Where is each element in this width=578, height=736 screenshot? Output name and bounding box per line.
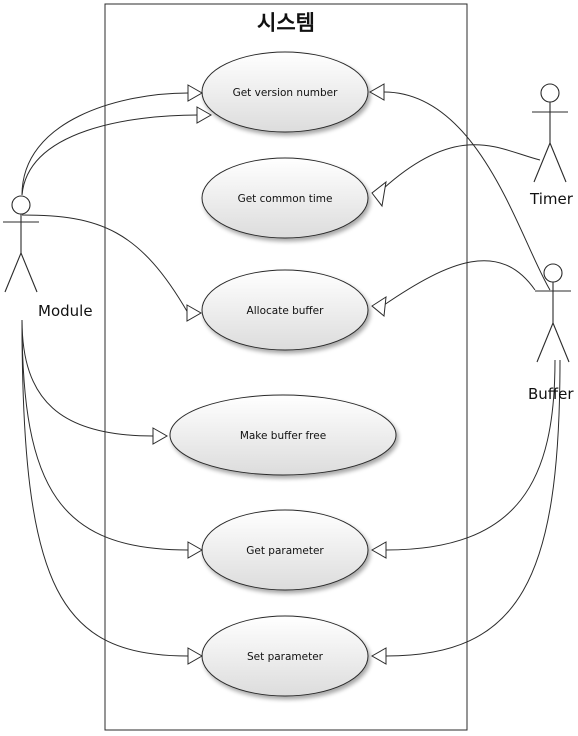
connector-buffer-get-parameter	[385, 359, 556, 551]
actor-label: Buffer	[528, 385, 574, 403]
connector-module-allocate-buffer	[21, 214, 189, 314]
system-boundary	[104, 3, 468, 731]
use-case-label: Allocate buffer	[247, 305, 325, 317]
arrowhead-left	[371, 296, 387, 317]
use-case-common-time[interactable]: Get common time	[201, 157, 369, 239]
arrowhead-right	[196, 106, 213, 124]
connector-buffer-version-number	[383, 91, 551, 291]
use-case-label: Get parameter	[246, 545, 324, 557]
arrowhead-right	[187, 84, 204, 102]
connector-module-version-number-2	[21, 114, 199, 196]
actor-buffer[interactable]: Buffer	[528, 263, 574, 403]
arrowhead-right	[187, 541, 204, 559]
use-case-allocate-buffer[interactable]: Allocate buffer	[201, 269, 369, 351]
use-case-make-buffer-free[interactable]: Make buffer free	[169, 394, 397, 476]
connector-buffer-set-parameter	[385, 359, 561, 657]
arrowhead-left	[370, 541, 387, 559]
arrowhead-left	[368, 83, 385, 101]
connector-module-set-parameter	[21, 319, 189, 657]
actor-head	[543, 263, 563, 283]
arrowhead-left	[370, 647, 387, 665]
actor-leg-right	[20, 252, 38, 293]
use-case-label: Make buffer free	[240, 430, 326, 442]
use-case-label: Get common time	[238, 193, 333, 205]
use-case-get-parameter[interactable]: Get parameter	[201, 509, 369, 591]
connector-module-get-parameter	[21, 319, 189, 551]
use-case-version-number[interactable]: Get version number	[201, 51, 369, 133]
use-case-ellipse[interactable]	[201, 51, 369, 133]
module-connections	[21, 92, 199, 657]
actor-leg-right	[552, 322, 570, 363]
use-case-label: Set parameter	[247, 651, 324, 663]
use-case-ellipse[interactable]	[201, 157, 369, 239]
arrowhead-right	[187, 647, 204, 665]
actor-timer[interactable]: Timer	[529, 83, 574, 208]
actor-leg-left	[533, 142, 551, 183]
actor-leg-left	[4, 252, 22, 293]
use-case-label: Get version number	[233, 87, 339, 99]
arrowhead-left	[371, 180, 387, 208]
use-case-set-parameter[interactable]: Set parameter	[201, 615, 369, 697]
connector-module-version-number-1	[21, 92, 189, 196]
actor-label: Timer	[529, 190, 574, 208]
right-actor-connections	[383, 91, 561, 657]
arrowheads	[152, 83, 387, 665]
system-title: 시스템	[257, 11, 315, 35]
connector-timer-common-time	[383, 144, 541, 189]
actor-label: Module	[38, 302, 93, 320]
connector-buffer-allocate-buffer	[383, 260, 536, 306]
connector-module-make-buffer-free	[21, 319, 154, 437]
actor-head	[540, 83, 560, 103]
actor-head	[11, 195, 31, 215]
arrowhead-right	[186, 304, 203, 322]
use-case-ellipse[interactable]	[201, 269, 369, 351]
actor-leg-right	[549, 142, 567, 183]
use-case-ellipse[interactable]	[169, 394, 397, 476]
actor-module[interactable]: Module	[3, 195, 93, 320]
actor-leg-left	[536, 322, 554, 363]
arrowhead-right	[152, 427, 169, 445]
